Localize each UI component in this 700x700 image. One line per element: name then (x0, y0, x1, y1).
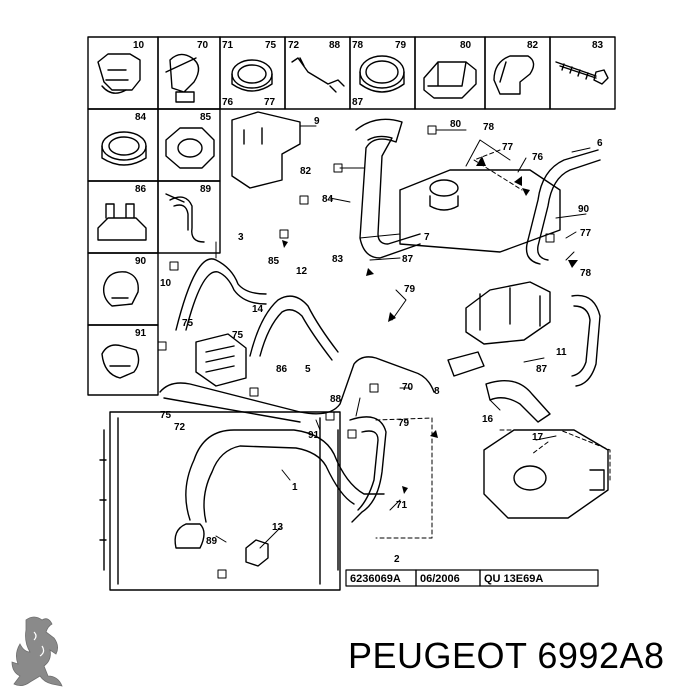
callout: 71 (396, 500, 408, 511)
hose-14 (249, 295, 339, 361)
inset-cell-80: 80 (414, 36, 486, 110)
callout: 10 (160, 278, 172, 289)
callout: 12 (296, 266, 308, 277)
svg-text:85: 85 (200, 112, 212, 123)
footer-code-date: 06/2006 (420, 573, 460, 585)
callout: 70 (402, 382, 414, 393)
callout: 88 (330, 394, 342, 405)
hose-2 (349, 416, 387, 523)
callout: 13 (272, 522, 284, 533)
callout: 77 (502, 142, 514, 153)
callout: 87 (402, 254, 414, 265)
oil-cooler (195, 333, 247, 387)
callout: 72 (174, 422, 186, 433)
hose-3 (175, 258, 267, 331)
inset-cell-82: 82 (484, 36, 551, 110)
callout: 87 (536, 364, 548, 375)
svg-text:72: 72 (288, 40, 300, 51)
inset-cell-71: 71 75 76 77 (219, 36, 286, 110)
callout: 90 (578, 204, 590, 215)
svg-text:77: 77 (264, 97, 276, 108)
inset-cell-70: 70 (157, 36, 221, 110)
callout: 83 (332, 254, 344, 265)
callout: 77 (580, 228, 592, 239)
svg-text:89: 89 (200, 184, 212, 195)
inset-cell-78: 78 79 87 (349, 36, 416, 110)
bracket-13 (245, 539, 269, 567)
svg-text:76: 76 (222, 97, 234, 108)
svg-text:83: 83 (592, 40, 604, 51)
callout: 79 (398, 418, 410, 429)
hose-16 (485, 380, 551, 423)
footer-code-boxes (345, 569, 599, 587)
svg-text:86: 86 (135, 184, 147, 195)
callout: 78 (483, 122, 495, 133)
svg-text:84: 84 (135, 112, 147, 123)
svg-text:80: 80 (460, 40, 472, 51)
inset-cell-91: 91 (87, 324, 159, 396)
svg-text:10: 10 (133, 40, 145, 51)
inset-cell-85: 85 (157, 108, 221, 182)
inset-cell-83: 83 (549, 36, 616, 110)
footer-code-drawing: 6236069A (350, 573, 401, 585)
inset-cell-86: 86 (87, 180, 159, 254)
footer-code-ref: QU 13E69A (484, 573, 543, 585)
inset-cell-84: 84 (87, 108, 159, 182)
callout: 6 (597, 138, 603, 149)
callout: 85 (268, 256, 280, 267)
callout: 91 (308, 430, 320, 441)
svg-text:78: 78 (352, 40, 364, 51)
hose-11 (571, 294, 601, 387)
callout: 3 (238, 232, 244, 243)
water-outlet (483, 429, 609, 519)
callout: 16 (482, 414, 494, 425)
svg-text:75: 75 (265, 40, 277, 51)
callout: 86 (276, 364, 288, 375)
callout: 9 (314, 116, 320, 127)
callout: 11 (556, 347, 567, 358)
svg-text:90: 90 (135, 256, 147, 267)
callout: 76 (532, 152, 544, 163)
inset-cell-72: 72 88 (284, 36, 351, 110)
part-caption: PEUGEOT 6992A8 (348, 635, 665, 676)
hose-7 (355, 118, 421, 259)
inset-cell-90: 90 (87, 252, 159, 326)
lion-logo-icon (11, 616, 63, 687)
bracket-9 (231, 111, 301, 189)
hose-8 (447, 351, 485, 377)
callout: 84 (322, 194, 334, 205)
callout: 79 (404, 284, 416, 295)
svg-text:82: 82 (527, 40, 539, 51)
callout: 5 (305, 364, 311, 375)
hose-6 (525, 149, 601, 265)
callout: 78 (580, 268, 592, 279)
thermostat-housing (465, 281, 551, 345)
inset-cell-89: 89 (157, 180, 221, 254)
svg-text:71: 71 (222, 40, 234, 51)
callout: 2 (394, 554, 400, 565)
pipe-5 (159, 356, 435, 423)
callout: 1 (292, 482, 298, 493)
inset-cell-10: 10 (87, 36, 159, 110)
radiator (99, 411, 341, 591)
callout: 80 (450, 119, 462, 130)
svg-text:91: 91 (135, 328, 147, 339)
svg-text:87: 87 (352, 97, 364, 108)
callout: 82 (300, 166, 312, 177)
callout: 17 (532, 432, 544, 443)
callout: 75 (160, 410, 172, 421)
callout: 7 (424, 232, 430, 243)
hose-1 (174, 429, 385, 549)
svg-text:70: 70 (197, 40, 209, 51)
callout: 8 (434, 386, 440, 397)
callout: 75 (182, 318, 194, 329)
svg-text:79: 79 (395, 40, 407, 51)
svg-text:88: 88 (329, 40, 341, 51)
callout: 89 (206, 536, 218, 547)
callout: 75 (232, 330, 244, 341)
callout: 14 (252, 304, 264, 315)
